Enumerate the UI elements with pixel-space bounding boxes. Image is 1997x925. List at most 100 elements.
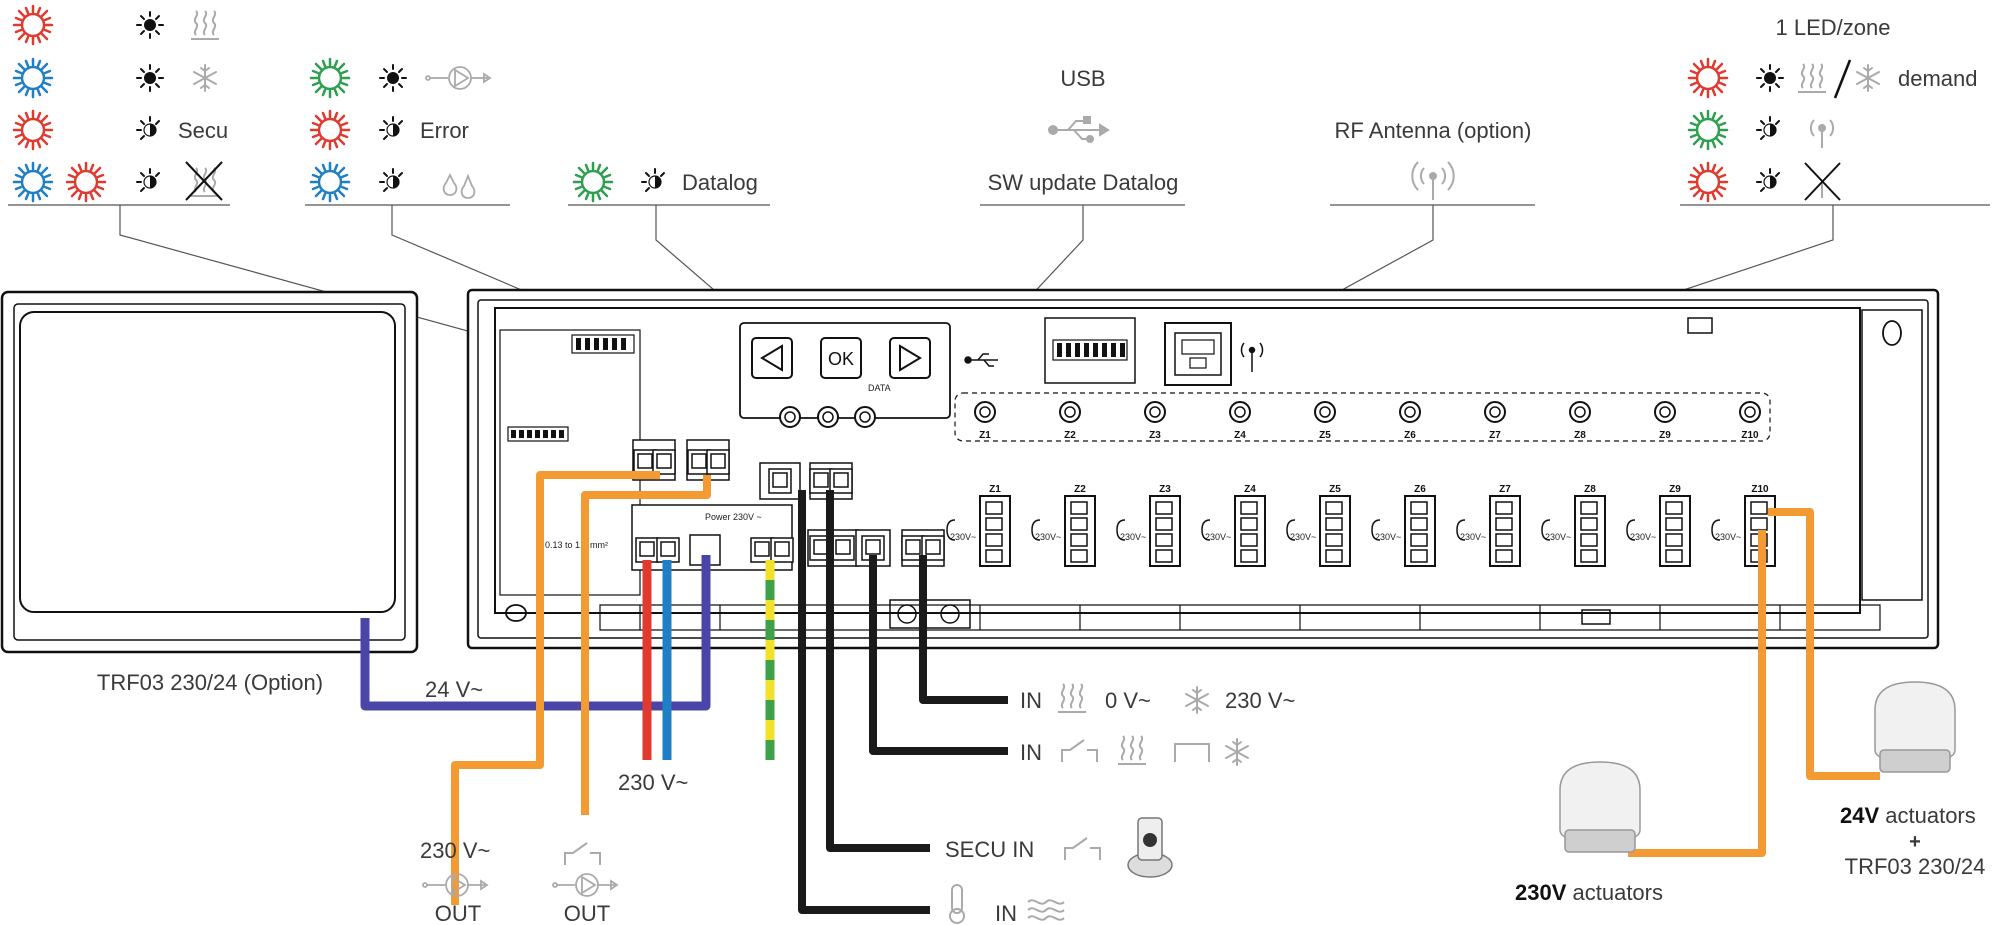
- led-blink-icon: [136, 116, 160, 140]
- zone-led-z9: [1654, 401, 1676, 423]
- zone-led-z4: [1229, 401, 1251, 423]
- zone-terminal-label: Z9: [1669, 484, 1681, 495]
- mains-terminal: Power 230V ~: [631, 504, 794, 571]
- zone-terminal-label: Z6: [1414, 484, 1426, 495]
- antenna-icon: [1810, 119, 1834, 148]
- actuator-24v-bold: 24V: [1840, 803, 1879, 828]
- usb-title: USB: [1060, 66, 1105, 91]
- config-panel: 0.13 to 1.5 mm²: [499, 329, 641, 596]
- zone-voltage-label: 230V~: [1630, 532, 1656, 542]
- legend-usb: USB SW update Datalog: [980, 66, 1185, 206]
- in-label-sensor: IN: [995, 901, 1017, 925]
- demand-label: demand: [1898, 66, 1978, 91]
- blue-led-icon: [309, 161, 351, 203]
- rj45-antenna-port: [1164, 322, 1264, 386]
- orange-actuator-wire: [1768, 508, 1880, 780]
- red-led-icon: [309, 109, 351, 151]
- zone-led-z3: [1144, 401, 1166, 423]
- zone-terminal-label: Z7: [1499, 484, 1511, 495]
- dip-switch: [1044, 317, 1136, 384]
- zone-terminal-z9: [1659, 495, 1691, 567]
- plus-sign: +: [1909, 831, 1921, 853]
- actuator-symbol-icon: [1541, 519, 1551, 541]
- usb-icon: [1048, 116, 1110, 143]
- led-on-icon: [379, 64, 407, 92]
- zone-led-strip: [954, 392, 1771, 442]
- actuator-symbol-icon: [1116, 519, 1126, 541]
- legend-secu: Secu: [8, 4, 230, 206]
- zone-terminal-label: Z1: [989, 484, 1001, 495]
- zone-led-z10: [1739, 401, 1761, 423]
- transformer-output: 24 V~: [425, 677, 483, 702]
- secu-in-terminals: [759, 462, 945, 567]
- control-buttons: OK DATA: [739, 322, 998, 428]
- blue-led-icon: [12, 57, 54, 99]
- zone-terminal-z5: [1319, 495, 1351, 567]
- cooling-icon: [1185, 686, 1209, 714]
- red-led-icon: [1687, 161, 1729, 203]
- zone-voltage-label: 230V~: [1120, 532, 1146, 542]
- left-arrow-button[interactable]: [751, 337, 793, 379]
- zone-led-z6: [1399, 401, 1421, 423]
- zone-terminal-z7: [1489, 495, 1521, 567]
- mains-voltage: 230 V~: [618, 770, 688, 795]
- actuator-230v-bold: 230V: [1515, 880, 1567, 905]
- cooling-icon: [1856, 64, 1880, 92]
- crossed-antenna-icon: [1804, 162, 1841, 201]
- usb-caption: SW update Datalog: [988, 170, 1179, 195]
- zone-led-z1: [974, 401, 996, 423]
- led-on-icon: [136, 64, 164, 92]
- zone-voltage-label: 230V~: [1375, 532, 1401, 542]
- purple-24v-wire: [360, 555, 711, 711]
- error-label: Error: [420, 118, 469, 143]
- in-label-heatcool: IN: [1020, 688, 1042, 713]
- black-sensor-wire: [798, 490, 930, 914]
- zone-terminal-label: Z8: [1584, 484, 1596, 495]
- led-on-icon: [1756, 64, 1784, 92]
- floor-heating-icon: [1027, 899, 1065, 921]
- zone-led-label: Z4: [1234, 430, 1246, 441]
- zone-terminal-z8: [1574, 495, 1606, 567]
- wiring-labels: 24 V~ 230 V~ 230 V~ OUT OUT IN 0 V~ 230 …: [420, 677, 1295, 925]
- zone-led-z7: [1484, 401, 1506, 423]
- thermometer-icon: [949, 884, 965, 924]
- zone-voltage-label: 230V~: [1035, 532, 1061, 542]
- actuator-symbol-icon: [1711, 519, 1721, 541]
- legend-zone: 1 LED/zone demand: [1680, 15, 1990, 206]
- zone-voltage-label: 230V~: [1290, 532, 1316, 542]
- zone-led-z8: [1569, 401, 1591, 423]
- zone-led-label: Z9: [1659, 430, 1671, 441]
- zone-terminals: Z1230V~Z2230V~Z3230V~Z4230V~Z5230V~Z6230…: [946, 484, 1776, 567]
- antenna-icon: [1411, 161, 1455, 200]
- zone-terminal-label: Z10: [1751, 484, 1769, 495]
- datalog-label: Datalog: [682, 170, 758, 195]
- red-led-icon: [12, 4, 54, 46]
- actuator-symbol-icon: [1031, 519, 1041, 541]
- orange-pump-wire-2: [581, 475, 711, 815]
- zone-terminal-z4: [1234, 495, 1266, 567]
- zone-voltage-label: 230V~: [1545, 532, 1571, 542]
- cooling-icon: [1225, 738, 1249, 766]
- zone-terminal-label: Z4: [1244, 484, 1256, 495]
- orange-actuator-wire-2: [1628, 530, 1766, 857]
- heating-icon: [190, 10, 220, 40]
- status-led-secu: [779, 406, 801, 428]
- heating-icon: [1797, 63, 1827, 93]
- right-arrow-button[interactable]: [889, 337, 931, 379]
- zone-led-label: Z7: [1489, 430, 1501, 441]
- black-heat-cool-wire: [869, 555, 1008, 755]
- black-secu-wire: [826, 490, 930, 852]
- zone-led-label: Z8: [1574, 430, 1586, 441]
- status-led-pump: [817, 406, 839, 428]
- power-label: Power 230V ~: [705, 512, 762, 522]
- transformer-label: TRF03 230/24 (Option): [97, 670, 323, 695]
- actuator-230v: 230V actuators: [1515, 761, 1663, 905]
- usb-port-icon: [964, 353, 998, 367]
- actuator-symbol-icon: [1286, 519, 1296, 541]
- red-led-icon: [1687, 57, 1729, 99]
- led-blink-icon: [1756, 116, 1780, 140]
- ok-label: OK: [828, 349, 854, 369]
- ok-button[interactable]: OK: [820, 337, 862, 379]
- led-zone-title: 1 LED/zone: [1776, 15, 1891, 40]
